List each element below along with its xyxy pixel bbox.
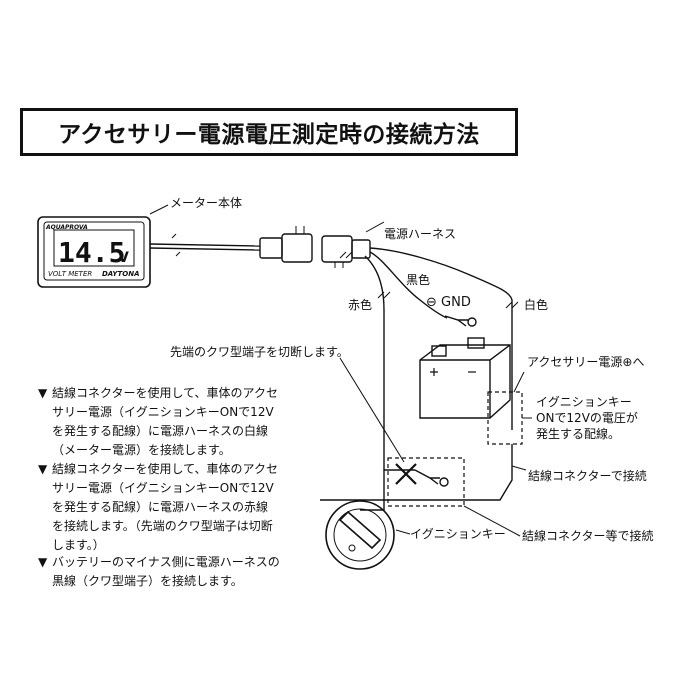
- red-wire-label: 赤色: [348, 298, 373, 312]
- meter-unit-label: V: [118, 250, 129, 266]
- harness-label: 電源ハーネス: [384, 227, 457, 241]
- instruction-line: します。）: [52, 538, 105, 552]
- cut-x-mark: [395, 463, 417, 485]
- instruction-3: ▼ バッテリーのマイナス側に電源ハーネスの黒線（クワ型端子）を接続します。: [38, 553, 308, 591]
- leader-cut: [339, 357, 405, 463]
- instruction-1: ▼ 結線コネクターを使用して、車体のアクセサリー電源（イグニションキーONで12V…: [38, 384, 308, 460]
- ignition-wire-label: イグニションキー ONで12Vの電圧が 発生する配線。: [536, 395, 638, 441]
- leader-connector1: [511, 465, 527, 471]
- instruction-line: を接続します。（先端のクワ型端子は切断: [52, 519, 273, 533]
- cut-terminal-box: [387, 457, 465, 507]
- connector-label-2: 結線コネクター等で接続: [522, 529, 654, 543]
- white-wire-label: 白色: [524, 298, 549, 312]
- instruction-line: バッテリーのマイナス側に電源ハーネスの: [52, 555, 280, 569]
- ignition-switch: [325, 500, 395, 570]
- cut-terminal: [414, 469, 449, 487]
- black-wire: [369, 251, 448, 319]
- acc-power-label: アクセサリー電源⊕へ: [527, 355, 645, 369]
- cut-instruction-label: 先端のクワ型端子を切断します。: [170, 345, 349, 359]
- red-wire: [364, 255, 415, 471]
- leader-meter: [149, 204, 169, 215]
- connector-label-1: 結線コネクターで接続: [528, 469, 647, 483]
- ignition-wire-box: [487, 391, 523, 445]
- leader-harness: [365, 221, 385, 233]
- meter-maker: DAYTONA: [102, 270, 140, 278]
- bullet-marker: ▼: [38, 386, 48, 400]
- meter-cable: [149, 243, 261, 247]
- title-box: アクセサリー電源電圧測定時の接続方法: [20, 108, 518, 156]
- instruction-line: 結線コネクターを使用して、車体のアクセ: [52, 462, 278, 476]
- battery-icon: [419, 337, 511, 419]
- instruction-line: 黒線（クワ型端子）を接続します。: [52, 574, 243, 588]
- instruction-line: を発生する配線）に電源ハーネスの白線: [52, 424, 269, 438]
- meter-body-label: メーター本体: [170, 196, 243, 210]
- ignition-key-label: イグニションキー: [410, 527, 506, 541]
- bullet-marker: ▼: [38, 555, 48, 569]
- meter-label: VOLT METER: [48, 270, 92, 278]
- leader-acc: [513, 371, 525, 393]
- instruction-line: を発生する配線）に電源ハーネスの赤線: [52, 500, 269, 514]
- instruction-2: ▼ 結線コネクターを使用して、車体のアクセサリー電源（イグニションキーONで12V…: [38, 460, 308, 555]
- instruction-line: 結線コネクターを使用して、車体のアクセ: [52, 386, 278, 400]
- gnd-label: ⊖ GND: [426, 295, 471, 310]
- instruction-line: （メーター電源）を接続します。: [52, 443, 231, 457]
- page-title: アクセサリー電源電圧測定時の接続方法: [58, 122, 480, 148]
- leader-ignition: [395, 529, 411, 535]
- meter-unit: [37, 216, 151, 288]
- white-wire: [369, 247, 513, 430]
- bullet-marker: ▼: [38, 462, 48, 476]
- instruction-line: サリー電源（イグニションキーONで12V: [52, 481, 274, 495]
- gnd-terminal: [444, 315, 477, 327]
- meter-reading: 14.5: [58, 236, 125, 269]
- leader-connector2: [463, 505, 521, 537]
- instruction-line: サリー電源（イグニションキーONで12V: [52, 405, 274, 419]
- black-wire-label: 黒色: [406, 273, 431, 287]
- meter-brand: AQUAPROVA: [45, 224, 88, 231]
- harness-connector: [259, 226, 371, 268]
